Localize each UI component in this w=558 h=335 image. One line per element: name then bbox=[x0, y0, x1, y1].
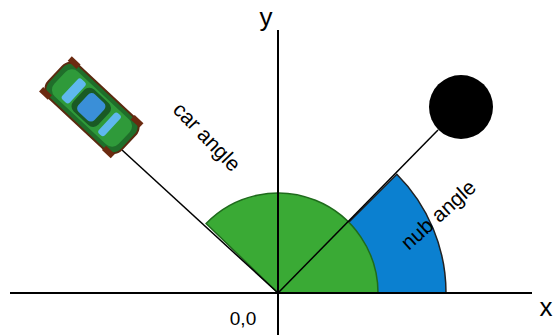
car-line bbox=[122, 150, 278, 293]
nub-ball bbox=[429, 75, 493, 139]
origin-label: 0,0 bbox=[230, 309, 256, 328]
x-axis bbox=[10, 292, 532, 294]
axis-label: x bbox=[540, 294, 553, 320]
axis-label: y bbox=[260, 4, 273, 30]
car-icon bbox=[39, 56, 145, 159]
angle-label: car angle bbox=[169, 98, 244, 175]
nub-line bbox=[278, 130, 438, 293]
y-axis bbox=[277, 30, 279, 335]
